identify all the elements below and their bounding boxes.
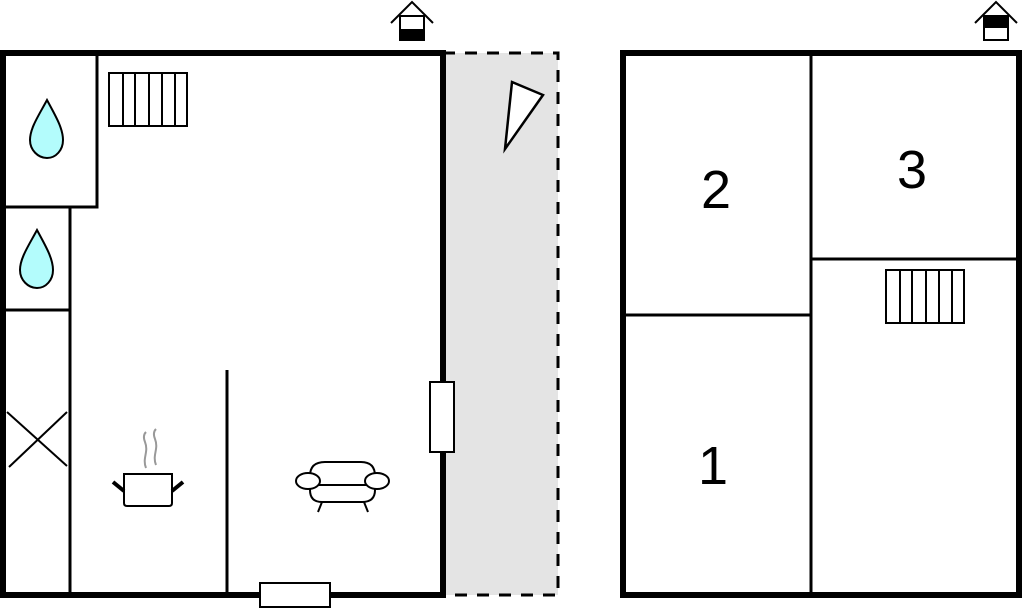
ground-floor-interior-walls bbox=[3, 55, 229, 595]
room-label-1: 1 bbox=[698, 436, 728, 496]
house-upper-floor-icon bbox=[974, 0, 1018, 41]
terrace bbox=[443, 51, 560, 597]
ground-floor-plan bbox=[0, 0, 560, 608]
first-floor-plan: 2 3 1 bbox=[620, 0, 1022, 598]
terrace-dashed-border bbox=[443, 51, 560, 597]
water-drop-icon bbox=[28, 97, 65, 160]
terrace-area bbox=[443, 53, 558, 595]
cross-icon bbox=[6, 411, 68, 468]
room-label-3: 3 bbox=[897, 140, 927, 200]
window-east bbox=[429, 381, 455, 453]
terrace-triangle-icon bbox=[503, 80, 545, 154]
stairs-icon bbox=[885, 269, 965, 324]
cooking-pot-icon bbox=[111, 428, 185, 507]
water-drop-icon bbox=[18, 227, 55, 290]
first-floor-interior-walls bbox=[623, 55, 1019, 595]
door-south bbox=[259, 582, 331, 608]
stairs-icon bbox=[108, 72, 188, 127]
house-ground-floor-icon bbox=[390, 0, 434, 41]
sofa-icon bbox=[295, 461, 390, 513]
ground-floor-outer-wall bbox=[0, 50, 446, 598]
room-label-2: 2 bbox=[701, 160, 731, 220]
